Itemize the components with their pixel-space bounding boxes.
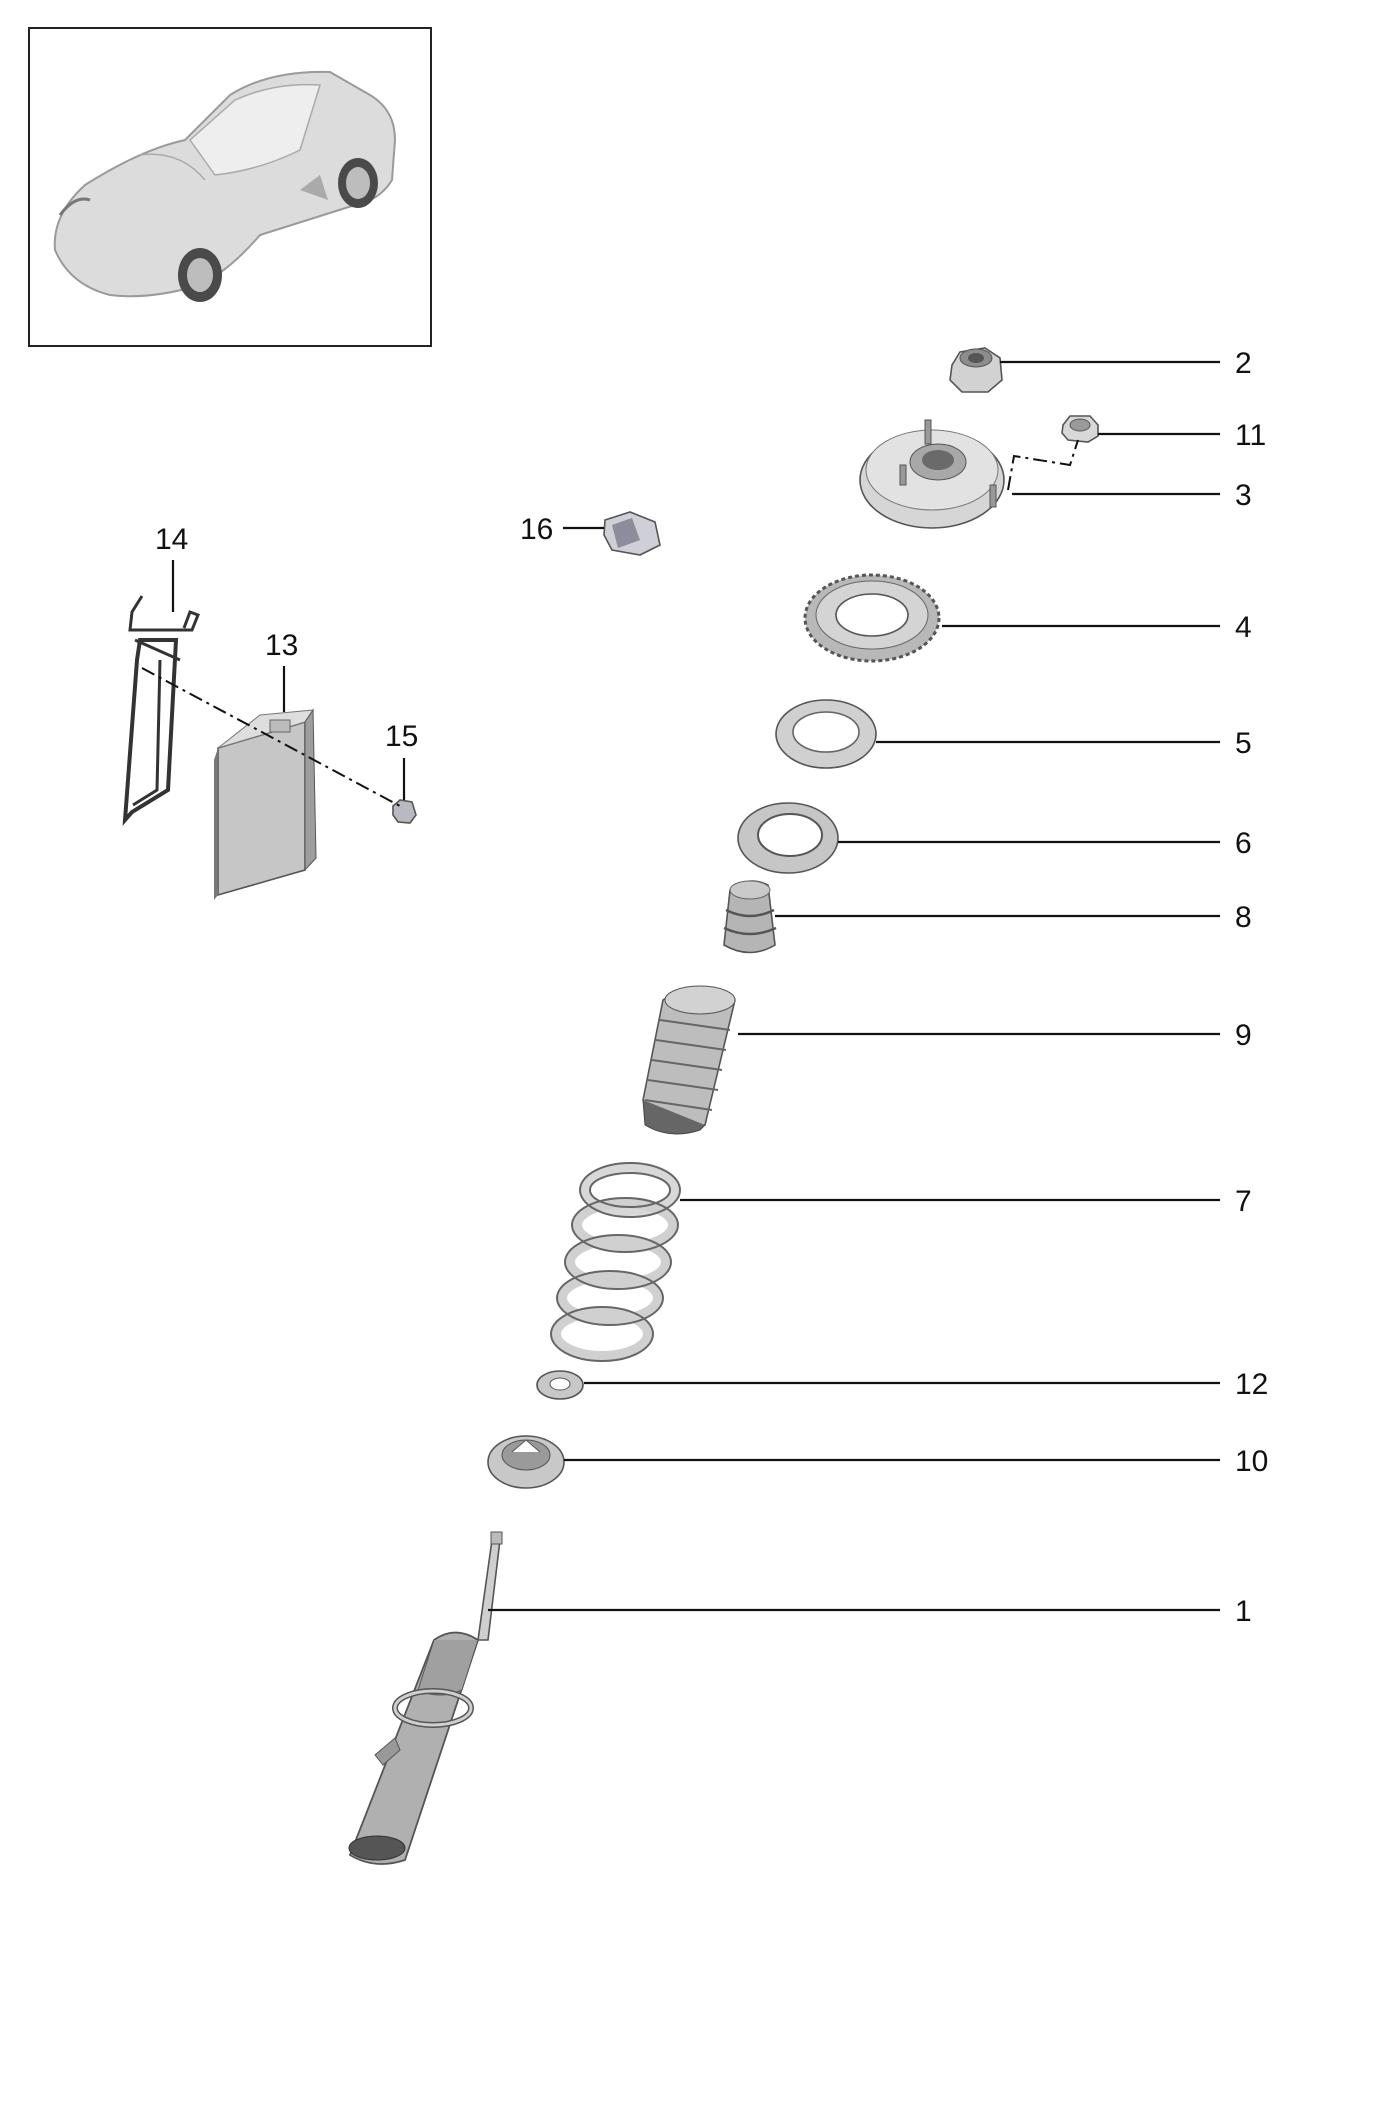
callout-1: 1 <box>1235 1595 1252 1628</box>
car-icon <box>53 70 397 302</box>
assembly-axis-line-2 <box>1007 439 1079 491</box>
part-9-dust-boot <box>642 985 736 1135</box>
callout-8: 8 <box>1235 901 1252 934</box>
callout-16: 16 <box>520 513 553 546</box>
callout-13: 13 <box>265 629 298 662</box>
part-15-nut <box>392 799 417 824</box>
assembly-axis-line <box>141 667 401 807</box>
part-3-top-mount <box>859 419 1005 529</box>
part-8-bump-stop <box>723 880 777 954</box>
part-11-nut <box>1061 415 1099 443</box>
callout-14: 14 <box>155 523 188 556</box>
part-7-spring <box>551 1163 680 1361</box>
part-16-sensor <box>603 511 661 556</box>
part-4-bearing <box>803 573 941 663</box>
car-thumbnail <box>28 27 432 347</box>
part-12-washer <box>536 1370 584 1400</box>
part-5-ring <box>775 699 877 769</box>
part-7-spring-outline <box>550 1162 681 1362</box>
part-6-ring <box>737 802 839 874</box>
part-1-shock-absorber <box>348 1531 503 1865</box>
part-14-bracket <box>122 595 200 826</box>
callout-6: 6 <box>1235 827 1252 860</box>
callout-2: 2 <box>1235 347 1252 380</box>
part-10-spring-seat <box>487 1435 565 1489</box>
callout-10: 10 <box>1235 1445 1268 1478</box>
callout-5: 5 <box>1235 727 1252 760</box>
callout-labels: 2 11 3 4 5 6 8 9 7 12 10 1 16 14 13 15 <box>155 347 1268 1628</box>
leader-lines <box>171 360 1220 1612</box>
callout-7: 7 <box>1235 1185 1252 1218</box>
callout-4: 4 <box>1235 611 1252 644</box>
part-2-nut <box>949 347 1003 393</box>
callout-11: 11 <box>1235 419 1266 452</box>
callout-12: 12 <box>1235 1368 1268 1401</box>
callout-15: 15 <box>385 720 418 753</box>
part-13-control-module <box>214 708 317 900</box>
callout-9: 9 <box>1235 1019 1252 1052</box>
callout-3: 3 <box>1235 479 1252 512</box>
